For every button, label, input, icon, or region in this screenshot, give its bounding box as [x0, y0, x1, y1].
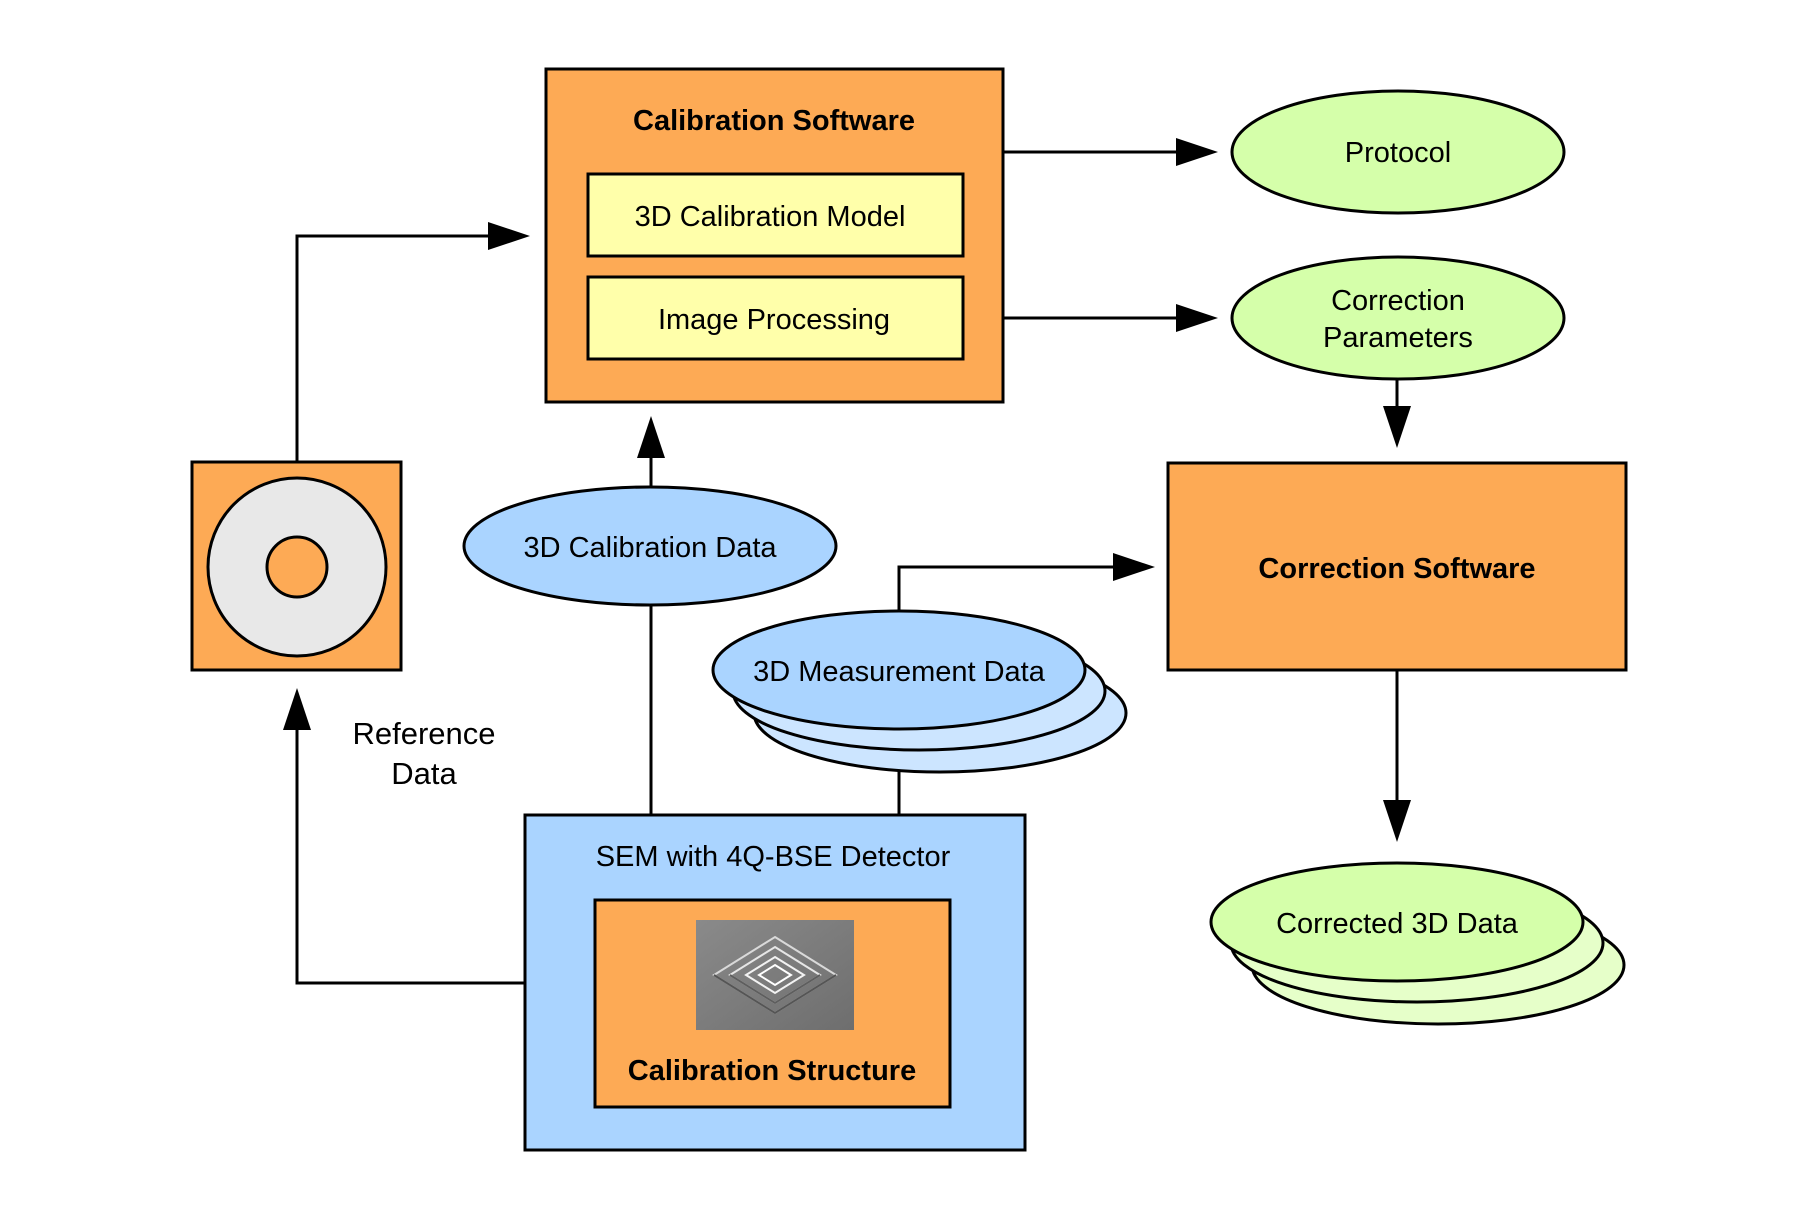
arrowhead: [488, 222, 530, 250]
reference-label-line1: Reference: [352, 716, 495, 751]
correction-parameters-ellipse: [1230, 255, 1566, 381]
corrected-data-ellipse-front: [1209, 861, 1585, 983]
measurement-data-stack: 3D Measurement Data: [711, 609, 1128, 774]
correction-software-title: Correction Software: [1258, 553, 1535, 585]
sem-block: SEM with 4Q-BSE Detector Calibration Str…: [523, 813, 1027, 1152]
arrowhead: [1383, 406, 1411, 448]
arrowhead: [1176, 304, 1218, 332]
reference-label-line2: Data: [391, 756, 457, 791]
connectors: [283, 138, 1411, 997]
pyramid-structure-image: [696, 920, 854, 1030]
arrow-reference-to-calibration-software: [295, 234, 488, 462]
correction-parameters-label-line1: Correction: [1331, 285, 1465, 317]
reference-disc: [190, 460, 403, 672]
reference-data-label: Reference Data: [352, 716, 495, 791]
protocol-ellipse: [1230, 89, 1566, 215]
sem-title: SEM with 4Q-BSE Detector: [596, 841, 951, 873]
reference-disc-hub: [265, 535, 329, 599]
calibration-model-label: 3D Calibration Model: [635, 201, 906, 233]
calibration-structure-label: Calibration Structure: [628, 1055, 916, 1087]
correction-software-block: Correction Software: [1166, 461, 1628, 672]
image-processing-box: [586, 275, 965, 361]
arrowhead: [637, 416, 665, 458]
measurement-data-ellipse-front: [711, 609, 1087, 731]
measurement-data-label: 3D Measurement Data: [753, 656, 1046, 688]
calibration-data-node: 3D Calibration Data: [462, 485, 838, 607]
correction-parameters-label-line2: Parameters: [1323, 322, 1473, 354]
arrowhead: [1113, 553, 1155, 581]
image-processing-label: Image Processing: [658, 304, 890, 336]
corrected-data-label: Corrected 3D Data: [1276, 908, 1519, 940]
protocol-label: Protocol: [1345, 137, 1451, 169]
arrow-measurement-to-correction-software: [897, 565, 1115, 610]
arrowhead: [1383, 800, 1411, 842]
protocol-node: Protocol: [1230, 89, 1566, 215]
arrowhead: [1176, 138, 1218, 166]
calibration-software-block: Calibration Software 3D Calibration Mode…: [544, 67, 1005, 404]
calibration-data-ellipse: [462, 485, 838, 607]
calibration-model-box: [586, 172, 965, 258]
arrow-reference-bidirectional: [295, 728, 555, 985]
corrected-data-stack: Corrected 3D Data: [1209, 861, 1626, 1026]
arrowhead: [283, 688, 311, 730]
calibration-data-label: 3D Calibration Data: [523, 532, 777, 564]
correction-software-box: [1166, 461, 1628, 672]
correction-parameters-node: Correction Parameters: [1230, 255, 1566, 381]
calibration-software-title: Calibration Software: [633, 105, 915, 137]
